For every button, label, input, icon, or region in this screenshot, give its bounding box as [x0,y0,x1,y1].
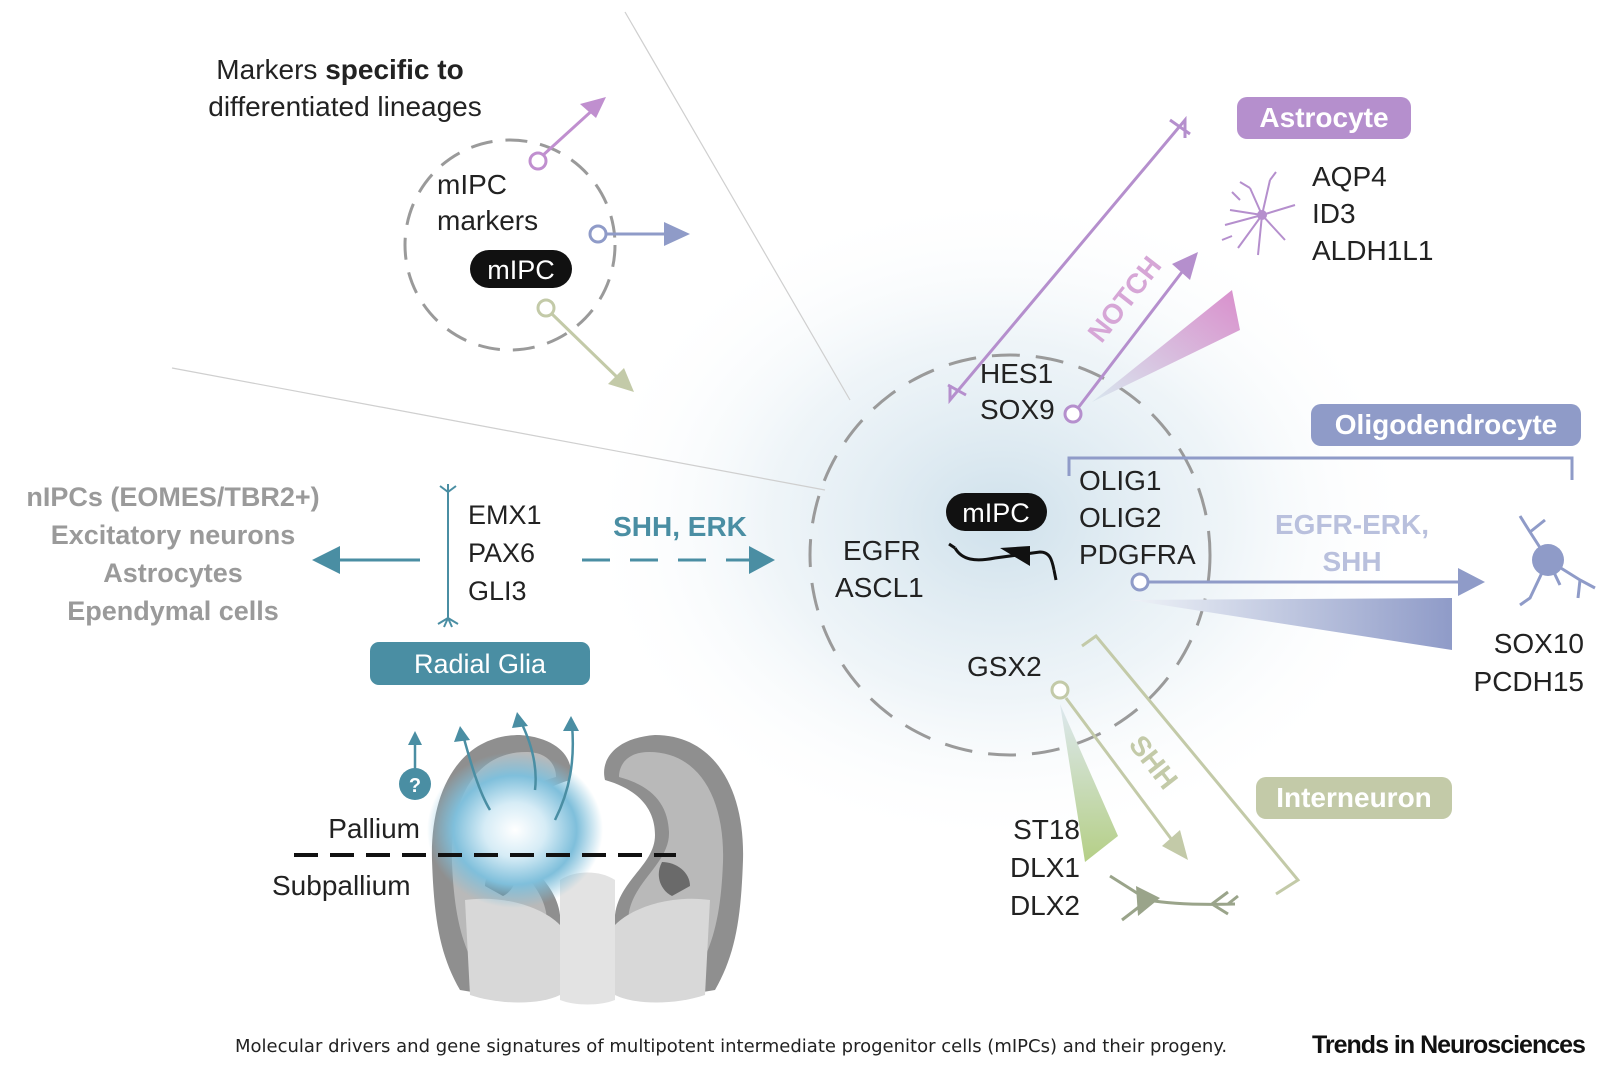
brain-migration-arrowheads [408,712,579,745]
inset-origin-oligo [588,224,608,244]
astrocyte-markers: AQP4 ID3 ALDH1L1 [1312,161,1433,266]
oligodendrocyte-origin [1130,572,1150,592]
mipc-dashed-circle [808,353,1212,757]
interneuron-marker-2: DLX2 [1010,890,1080,921]
astrocyte-marker-0: AQP4 [1312,161,1387,192]
journal-logo: Trends in Neurosciences [1312,1031,1586,1059]
mipc-badge [946,493,1047,531]
mipc-left-gene-1: ASCL1 [835,572,924,603]
rg-gene-2: GLI3 [468,576,527,606]
mipc-right-genes: OLIG1 OLIG2 PDGFRA [1079,465,1196,570]
mipc-top-genes: HES1 SOX9 [980,358,1055,425]
rg-dashed-arrowhead [749,546,775,574]
radial-glia-label: Radial Glia [414,649,547,679]
inset-mipc-badge-label: mIPC [487,255,555,285]
astrocyte-arrowhead [1172,252,1198,280]
interneuron-arrowhead [1162,830,1188,860]
astrocyte-bracket-head [1169,118,1191,136]
zoom-line-bottom [171,367,826,491]
mipc-cell-body [1000,546,1030,566]
mipc-right-gene-0: OLIG1 [1079,465,1161,496]
astrocyte-marker-2: ALDH1L1 [1312,235,1433,266]
oligodendrocyte-signal-line2: SHH [1322,546,1381,577]
oligodendrocyte-label: Oligodendrocyte [1335,409,1557,440]
brain-progenitor-glow [427,752,603,908]
astrocyte-marker-1: ID3 [1312,198,1356,229]
rg-gene-1: PAX6 [468,538,535,568]
interneuron-arrow [1064,697,1174,841]
oligodendrocyte-bracket [1067,456,1574,480]
interneuron-markers: ST18 DLX1 DLX2 [1010,814,1080,921]
subpallium-label: Subpallium [272,870,411,901]
inset-arrow-inter [550,312,622,382]
radial-glia-outputs: nIPCs (EOMES/TBR2+) Excitatory neurons A… [26,482,319,626]
radial-glia-cell-icon [437,484,459,628]
astrocyte-origin [1063,404,1083,424]
mipc-left-genes: EGFR ASCL1 [835,535,924,603]
inset-markers-line1: mIPC [437,169,507,200]
oligodendrocyte-gradient-wedge [1130,598,1452,650]
oligodendrocyte-cell-icon [1518,515,1596,607]
astrocyte-arrow [1076,271,1184,409]
interneuron-cell-icon [1109,874,1239,922]
mipc-top-gene-0: HES1 [980,358,1053,389]
zoom-line-top [624,11,851,401]
interneuron-gradient-wedge [1060,704,1118,862]
inset-arrowhead-oligo [664,222,690,246]
oligodendrocyte-marker-1: PCDH15 [1474,666,1584,697]
rg-gene-0: EMX1 [468,500,542,530]
inset-title-line2: differentiated lineages [208,91,481,122]
rg-output-1: Excitatory neurons [51,520,296,550]
inset-arrow-astro [539,105,598,159]
question-badge [399,768,431,800]
astrocyte-label-box [1237,97,1411,139]
astrocyte-bracket-foot [947,383,967,397]
mipc-right-gene-1: OLIG2 [1079,502,1161,533]
oligodendrocyte-label-box [1311,404,1581,446]
mipc-right-gene-2: PDGFRA [1079,539,1196,570]
oligodendrocyte-marker-0: SOX10 [1494,628,1584,659]
mipc-bottom-gene-0: GSX2 [967,651,1042,682]
astrocyte-cell-icon [1221,171,1296,256]
inset-mipc-badge [470,250,572,288]
inset-arrowhead-inter [608,368,634,392]
rg-output-3: Ependymal cells [67,596,279,626]
interneuron-marker-1: DLX1 [1010,852,1080,883]
rg-genes: EMX1 PAX6 GLI3 [468,500,542,606]
inset-arrowhead-astro [580,97,606,118]
mipc-badge-label: mIPC [962,498,1030,528]
mipc-left-gene-0: EGFR [843,535,921,566]
interneuron-origin [1050,680,1070,700]
rg-signal-label: SHH, ERK [613,511,747,542]
inset-markers-line2: markers [437,205,538,236]
astrocyte-label: Astrocyte [1259,102,1388,133]
rg-output-2: Astrocytes [103,558,243,588]
mipc-top-gene-1: SOX9 [980,394,1055,425]
interneuron-bracket [1081,633,1301,896]
oligodendrocyte-markers: SOX10 PCDH15 [1474,628,1584,697]
interneuron-label-box [1256,777,1452,819]
radial-glia-label-box [370,642,590,685]
question-badge-label: ? [409,775,421,797]
inset-origin-inter [536,298,556,318]
inset-title-line1: Markers specific to [216,54,463,85]
rg-left-arrowhead [312,546,340,574]
oligodendrocyte-signal-line1: EGFR-ERK, [1275,509,1429,540]
oligodendrocyte-cell-body [1532,544,1564,576]
inset-dashed-circle [403,138,617,352]
interneuron-label: Interneuron [1276,782,1432,813]
astrocyte-cell-body [1257,210,1267,220]
figure-caption: Molecular drivers and gene signatures of… [235,1036,1228,1057]
interneuron-cell-body [1136,886,1160,916]
inset-origin-astro [528,151,548,171]
astrocyte-gradient-wedge [1092,290,1240,402]
interneuron-marker-0: ST18 [1013,814,1080,845]
pallium-label: Pallium [328,813,420,844]
oligodendrocyte-arrowhead [1458,568,1485,596]
rg-output-0: nIPCs (EOMES/TBR2+) [26,482,319,512]
